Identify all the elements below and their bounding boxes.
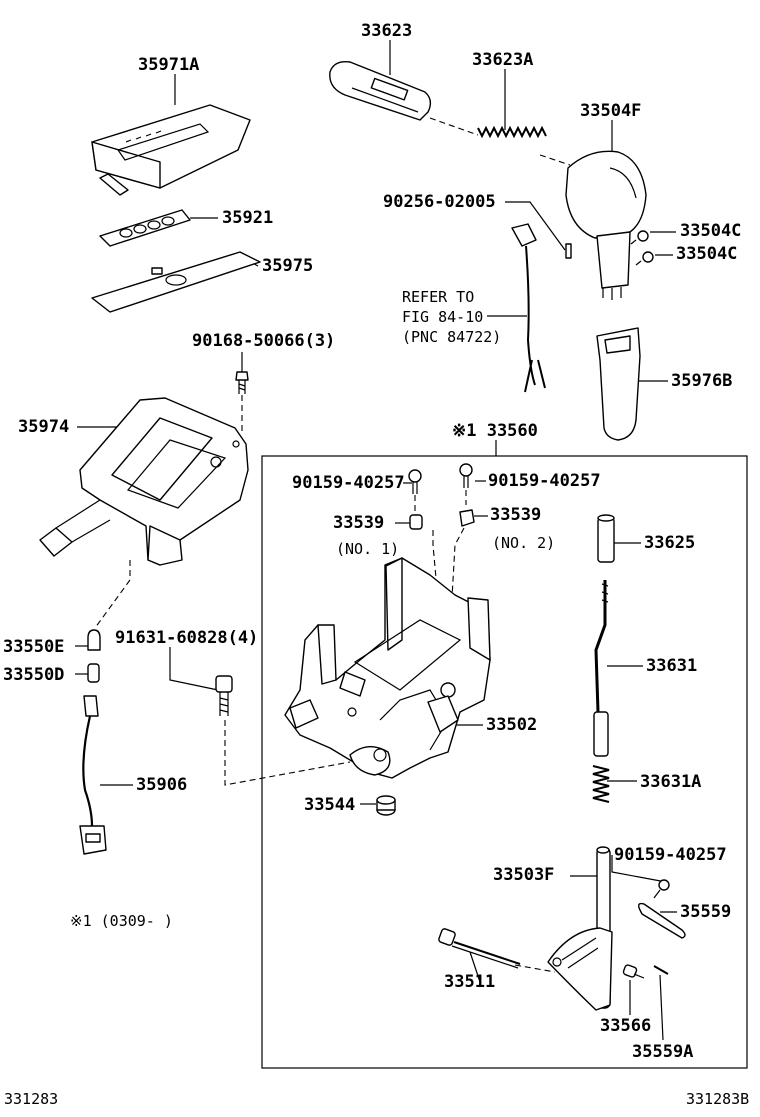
label-33631A: 33631A (640, 772, 701, 792)
label-90159-40257-b: 90159-40257 (488, 471, 601, 491)
bulb-33550E (87, 629, 101, 651)
label-33544: 33544 (304, 795, 355, 815)
label-35559: 35559 (680, 902, 731, 922)
label-33623: 33623 (361, 21, 412, 41)
label-35921: 35921 (222, 208, 273, 228)
label-33623A: 33623A (472, 50, 533, 70)
bolt-33511 (438, 928, 521, 969)
label-33560: ※1 33560 (452, 421, 538, 441)
pin-35559A (653, 965, 669, 975)
label-90159-40257-a: 90159-40257 (292, 473, 405, 493)
assembly-box-33560 (261, 455, 748, 1069)
label-33539-a: 33539 (333, 513, 384, 533)
screw-90168-50066 (235, 371, 249, 394)
label-35559A: 35559A (632, 1042, 693, 1062)
label-33511: 33511 (444, 972, 495, 992)
bushing-33544 (376, 795, 396, 816)
screw-90159-c (653, 879, 670, 899)
label-91631-60828: 91631-60828(4) (115, 628, 258, 648)
label-33566: 33566 (600, 1016, 651, 1036)
label-35906: 35906 (136, 775, 187, 795)
label-90168-50066: 90168-50066(3) (192, 331, 335, 351)
label-90159-40257-c: 90159-40257 (614, 845, 727, 865)
refer-line-3: (PNC 84722) (402, 328, 501, 346)
spring-33631A (592, 765, 610, 803)
label-35974: 35974 (18, 417, 69, 437)
slide-plate-35975 (91, 251, 261, 313)
label-35976B: 35976B (671, 371, 732, 391)
footer-right-code: 331283B (686, 1090, 749, 1108)
label-33550D: 33550D (3, 665, 64, 685)
pin-33566 (622, 964, 645, 979)
screw-33504C-a (630, 230, 649, 245)
screw-90159-b (459, 463, 473, 488)
spring-33623A (477, 125, 547, 139)
clip-35559 (637, 902, 686, 939)
lens-plate-35921 (99, 209, 191, 247)
label-33504C-a: 33504C (680, 221, 741, 241)
label-33625: 33625 (644, 533, 695, 553)
rod-33631 (593, 580, 609, 757)
shift-knob-33504F (565, 150, 647, 300)
cap-33625 (597, 514, 615, 563)
refer-line-1: REFER TO (402, 288, 474, 306)
lever-shaft-33503F (547, 846, 613, 1011)
label-35975: 35975 (262, 256, 313, 276)
label-33550E: 33550E (3, 637, 64, 657)
stopper-33539-no1 (409, 514, 423, 530)
label-no1: (NO. 1) (336, 540, 399, 558)
label-35971A: 35971A (138, 55, 199, 75)
label-no2: (NO. 2) (492, 534, 555, 552)
knob-button-33623 (329, 61, 432, 121)
label-33631: 33631 (646, 656, 697, 676)
label-33504C-b: 33504C (676, 244, 737, 264)
label-33503F: 33503F (493, 865, 554, 885)
boot-35976B (596, 327, 641, 441)
footer-left-code: 331283 (4, 1090, 58, 1108)
indicator-housing-35971A (91, 104, 251, 196)
label-33502: 33502 (486, 715, 537, 735)
socket-33550D (87, 663, 100, 683)
label-33539-b: 33539 (490, 505, 541, 525)
screw-33504C-b (635, 251, 654, 266)
screw-90159-a (408, 469, 422, 494)
wire-35906 (79, 695, 107, 855)
wire-harness-refer (511, 223, 572, 393)
label-90256-02005: 90256-02005 (383, 192, 496, 212)
refer-line-2: FIG 84-10 (402, 308, 483, 326)
lever-base-33502 (284, 557, 491, 779)
footnote-1: ※1 (0309- ) (70, 912, 173, 930)
label-33504F: 33504F (580, 101, 641, 121)
console-housing-35974 (39, 397, 249, 566)
bolt-91631-60828 (215, 675, 233, 716)
stopper-33539-no2 (459, 509, 475, 527)
